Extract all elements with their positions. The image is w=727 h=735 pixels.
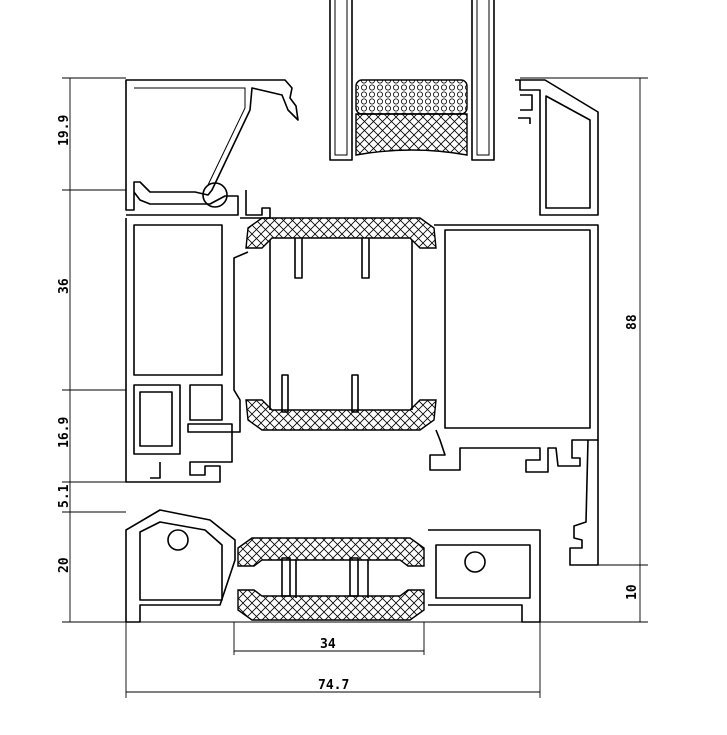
dim-left-top: 19.9 <box>57 115 72 146</box>
dim-left-bottom: 20 <box>57 557 72 573</box>
right-main-profile <box>429 79 599 566</box>
dim-left-mid: 36 <box>57 278 72 294</box>
glazing-spacer-foam <box>355 79 468 115</box>
dimension-labels: 19.9 36 16.9 5.1 20 88 10 34 74.7 <box>57 115 640 693</box>
dim-bottom-inner: 34 <box>320 637 336 652</box>
glazing-sealant <box>355 113 468 156</box>
dim-right-total: 88 <box>625 314 640 330</box>
dimension-lines <box>62 77 648 698</box>
dim-left-gap: 5.1 <box>57 484 72 508</box>
dim-right-bottom: 10 <box>625 584 640 600</box>
dim-bottom-total: 74.7 <box>318 678 349 693</box>
center-thermal-break <box>245 217 437 431</box>
glazing-unit <box>329 0 495 161</box>
bottom-sill-profile <box>125 509 541 623</box>
dim-left-lower: 16.9 <box>57 417 72 448</box>
left-upper-profile <box>125 79 299 219</box>
left-main-profile <box>125 218 249 483</box>
